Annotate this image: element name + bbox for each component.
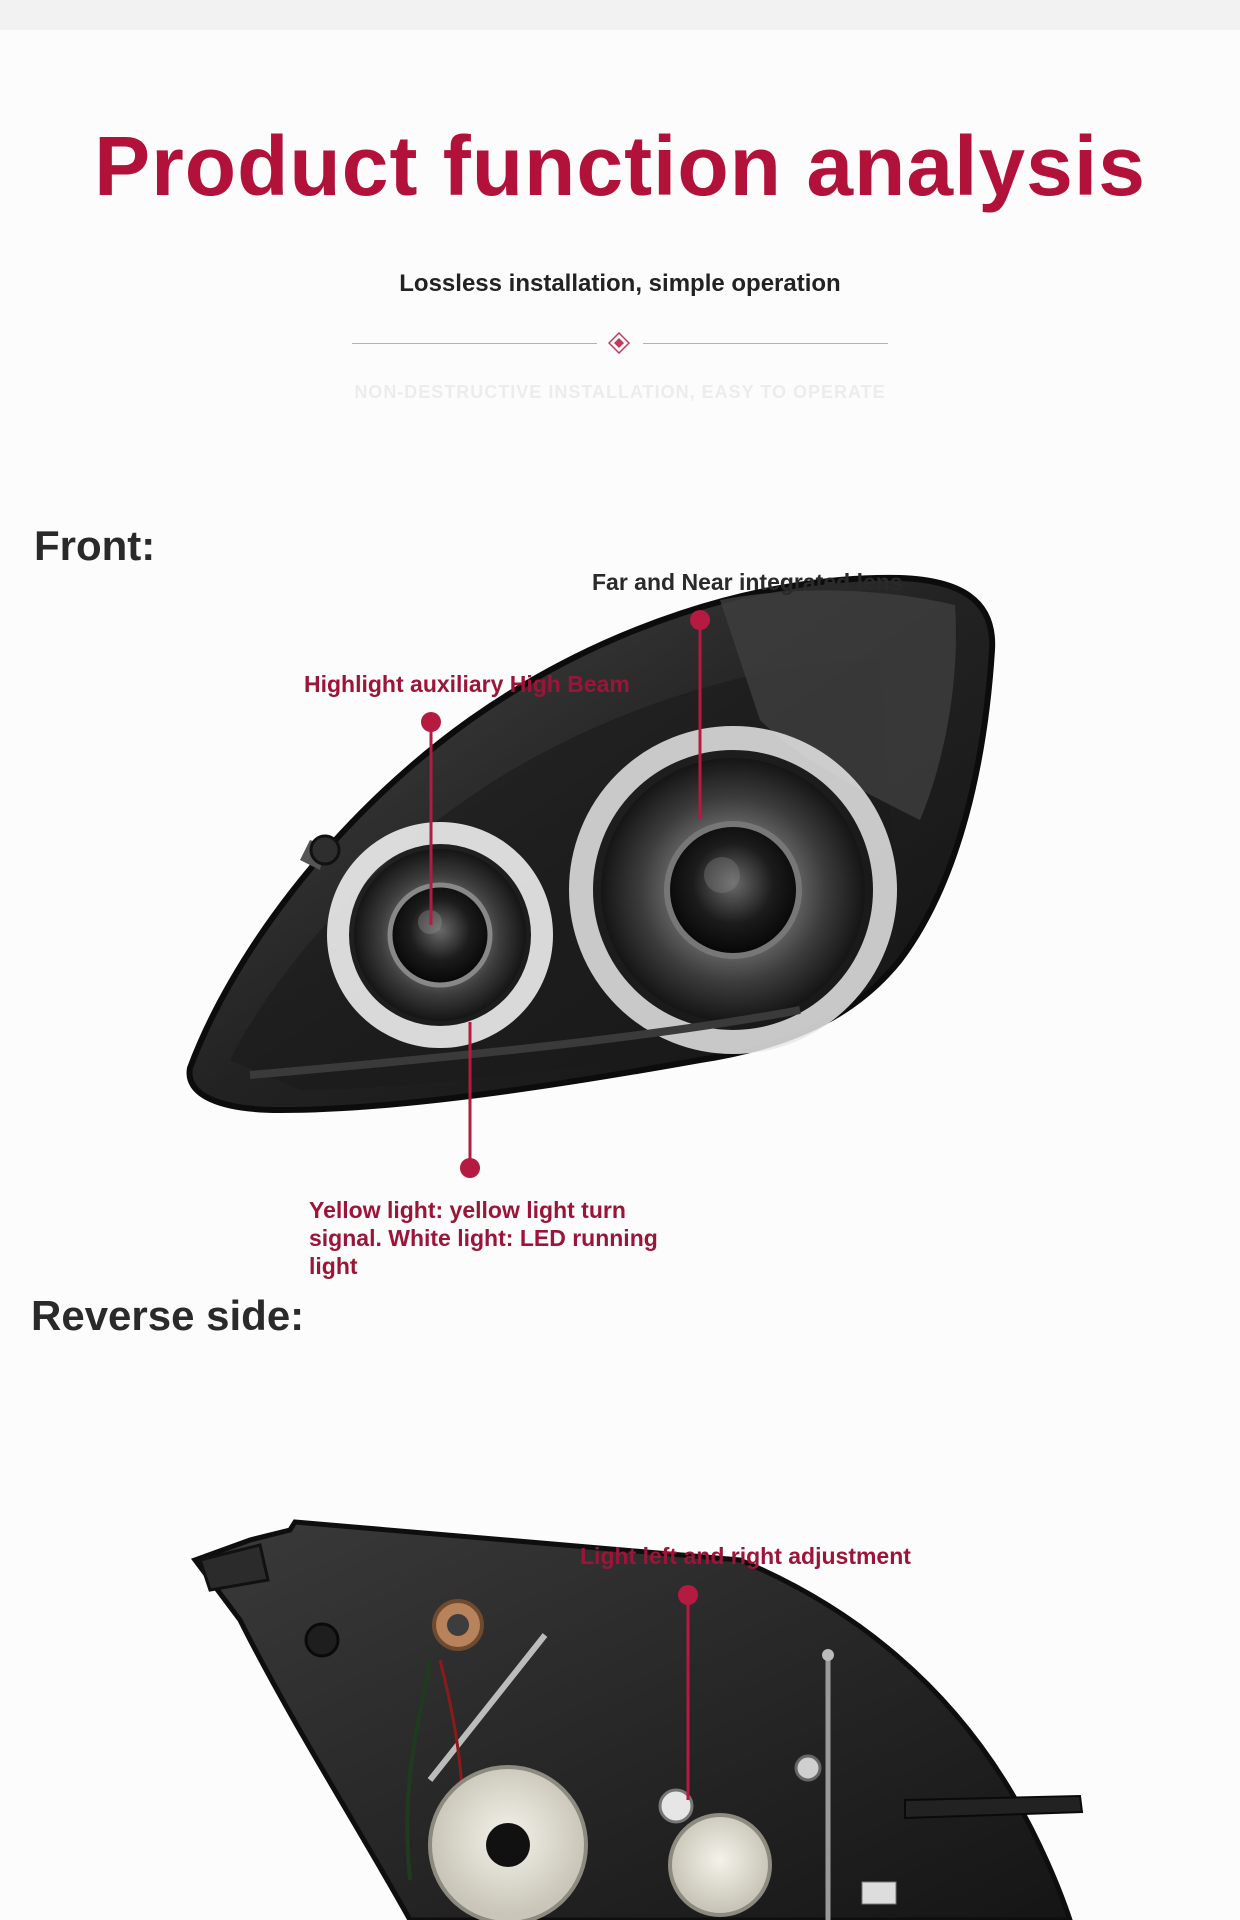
front-pointers (421, 610, 710, 1178)
front-headlight (186, 574, 996, 1114)
reverse-pointers (678, 1585, 698, 1800)
front-label: Front: (34, 522, 156, 569)
callout-adjustment: Light left and right adjustment (580, 1543, 911, 1569)
diamond-icon (608, 332, 630, 354)
divider-line-right (643, 343, 888, 344)
reverse-label: Reverse side: (31, 1292, 305, 1339)
faint-caption: NON-DESTRUCTIVE INSTALLATION, EASY TO OP… (354, 382, 886, 402)
page-title: Product function analysis (94, 119, 1146, 213)
page-subtitle: Lossless installation, simple operation (399, 270, 841, 297)
callout-signal: Yellow light: yellow light turn signal. … (309, 1197, 658, 1279)
divider-line-left (352, 343, 597, 344)
top-strip (0, 0, 1240, 30)
reverse-headlight (190, 1519, 1084, 1920)
title-divider (352, 330, 888, 358)
callout-high-beam: Highlight auxiliary High Beam (304, 671, 630, 697)
callout-lens: Far and Near integrated lens (592, 569, 903, 595)
